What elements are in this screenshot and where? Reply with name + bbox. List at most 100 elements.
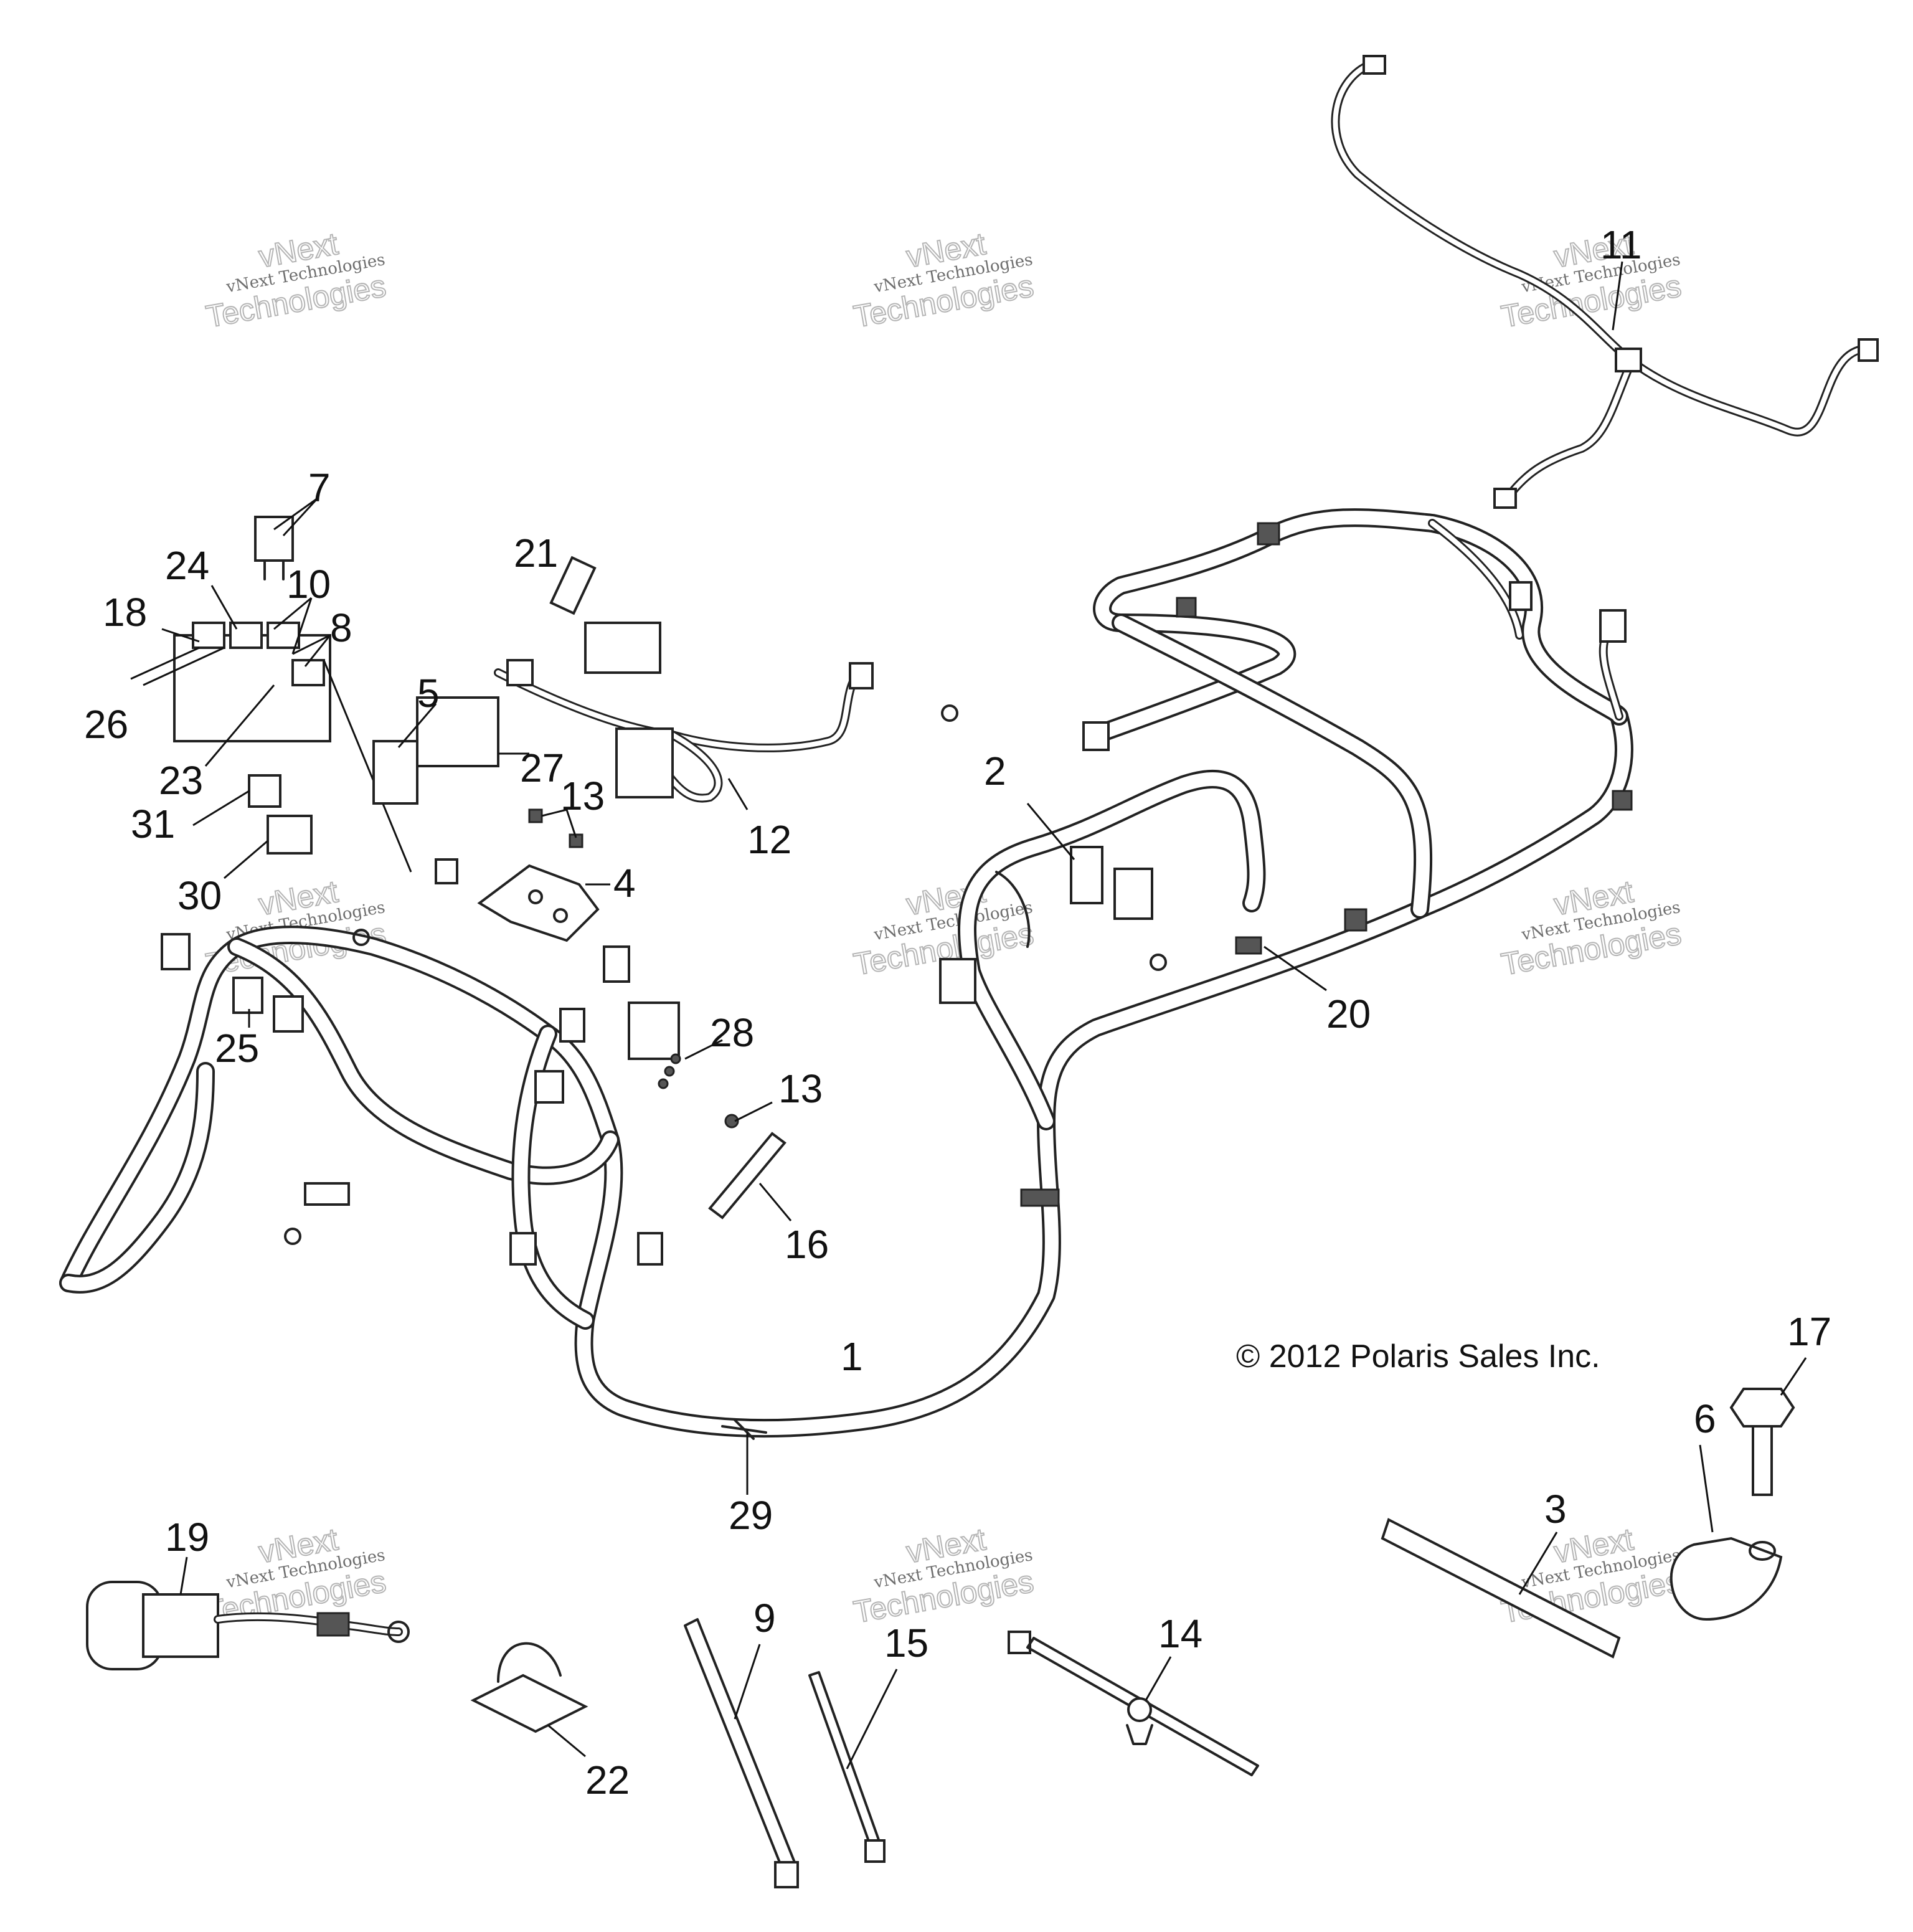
connector-icon: [1509, 581, 1533, 611]
clip-icon: [1257, 522, 1280, 546]
junction-icon: [1615, 348, 1642, 372]
part-2-connector-cluster: [995, 803, 1153, 948]
switch-collar-icon: [142, 1593, 219, 1658]
screw-icon: [528, 808, 543, 823]
callout-label: 13: [560, 774, 605, 818]
ring-terminal-icon: [941, 704, 958, 722]
cable-tie-head-icon: [774, 1861, 799, 1888]
ecu-connector-icon: [628, 1002, 680, 1060]
ground-bar-icon: [708, 1132, 786, 1219]
part-14-push-mount-tie: [1008, 1631, 1259, 1776]
clamp-icon: [1235, 936, 1262, 955]
connector-icon: [849, 662, 874, 689]
callout-label: 30: [177, 873, 222, 918]
callout-label: 10: [286, 562, 331, 607]
callout-label: 27: [520, 746, 564, 790]
connector-icon: [1082, 721, 1110, 751]
part-19-ignition-switch: [86, 1556, 410, 1670]
fuse-label-icon: [372, 740, 418, 805]
watermark: vNext vNext Technologies Technologies: [1498, 873, 1684, 983]
connector-icon: [549, 556, 597, 615]
callout-label: 16: [785, 1222, 829, 1267]
callout-label: 9: [753, 1596, 776, 1641]
part-13-screws: [528, 808, 773, 1129]
callout-label: 6: [1694, 1396, 1716, 1441]
connector-icon: [559, 1008, 585, 1043]
relay-icon: [435, 858, 458, 884]
part-22-clip-mount: [470, 1642, 588, 1758]
connector-icon: [316, 1612, 350, 1637]
mount-base-icon: [470, 1674, 588, 1733]
bolt-head-icon: [1729, 1388, 1795, 1428]
part-1-main-harness: [59, 508, 1633, 1440]
ring-terminal-icon: [352, 929, 370, 946]
relay-block-icon: [584, 622, 661, 674]
cable-tie-icon: [808, 1671, 882, 1851]
connector-icon: [273, 995, 304, 1033]
watermark: vNext vNext Technologies Technologies: [1498, 1521, 1684, 1631]
part-11-rear-harness: [1331, 55, 1879, 509]
callout-label: 5: [417, 671, 440, 716]
connector-icon: [161, 933, 191, 970]
callout-label: 14: [1158, 1611, 1202, 1656]
callout-label: 1: [841, 1334, 863, 1379]
part-3-strap: [1381, 1518, 1621, 1659]
relay-icon: [254, 516, 294, 562]
connector-icon: [637, 1232, 663, 1266]
part-28-nuts: [658, 1039, 723, 1089]
part-7-relay: [254, 497, 319, 580]
part-12-sub-harness: [494, 622, 874, 810]
callout-label: 21: [514, 531, 558, 575]
connector-icon: [534, 1070, 564, 1104]
connector-icon: [509, 1232, 537, 1266]
connector-icon: [304, 1182, 350, 1206]
connector-icon: [232, 977, 263, 1014]
connector-icon: [603, 945, 630, 983]
clip-icon: [1344, 908, 1367, 932]
callout-label: 29: [729, 1493, 773, 1538]
callout-label: 28: [710, 1010, 754, 1055]
connector-icon: [267, 815, 313, 855]
connector-icon: [1363, 55, 1386, 75]
watermark: vNext vNext Technologies Technologies: [203, 1521, 389, 1631]
cable-tie-icon: [684, 1618, 798, 1876]
callout-label: 2: [984, 749, 1006, 793]
ring-terminal-icon: [284, 1228, 301, 1245]
fuse-box: [130, 585, 412, 873]
watermark-group: vNext vNext Technologies Technologies vN…: [203, 225, 1684, 1631]
callout-label: 4: [613, 861, 636, 906]
part-30-31: [192, 774, 458, 884]
part-6-p-clamp: [1670, 1444, 1783, 1621]
callout-label: 20: [1326, 992, 1371, 1036]
callout-label: 3: [1544, 1487, 1567, 1532]
screw-icon: [569, 833, 583, 848]
callout-labels: 1 2 3 4 5 6 7 8 9 10 11 12 13 13 14 15 1…: [84, 222, 1831, 1802]
connector-icon: [1493, 488, 1517, 509]
callout-label: 18: [103, 590, 147, 635]
callout-label: 15: [884, 1621, 928, 1665]
callout-label: 11: [1600, 222, 1641, 267]
callout-label: 31: [131, 802, 175, 846]
bolt-shank-icon: [1752, 1425, 1773, 1496]
callout-label: 26: [84, 702, 128, 747]
fuse-icon: [291, 659, 325, 686]
part-16-ground-bar: [708, 1132, 792, 1221]
clip-icon: [1176, 597, 1197, 618]
callout-label: 25: [215, 1026, 259, 1071]
relay-icon: [248, 774, 281, 808]
ring-terminal-icon: [387, 1621, 410, 1643]
fuse-icon: [192, 622, 225, 649]
connector-icon: [939, 958, 976, 1004]
connector-icon: [1113, 868, 1153, 920]
cable-tie-head-icon: [864, 1839, 886, 1863]
watermark: vNext vNext Technologies Technologies: [851, 1521, 1037, 1631]
part-4-bracket: [477, 864, 610, 942]
fuse-box-housing-icon: [173, 634, 331, 742]
clip-icon: [1020, 1188, 1060, 1207]
callout-label: 12: [747, 817, 791, 862]
regulator-icon: [615, 727, 674, 798]
clip-icon: [1612, 790, 1633, 811]
part-17-bolt: [1729, 1357, 1807, 1496]
